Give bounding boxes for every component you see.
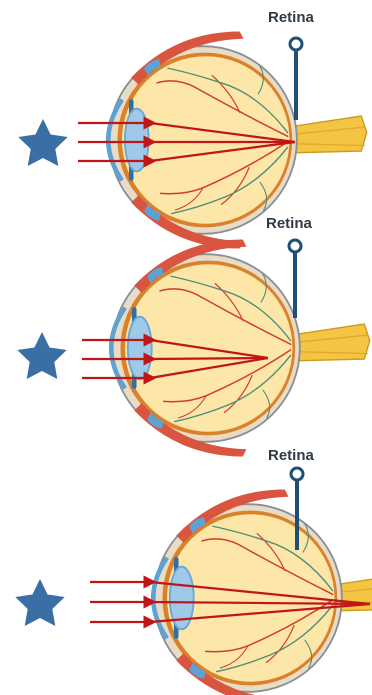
retina-label: Retina: [266, 215, 313, 232]
panel-normal-vision: Retina: [18, 9, 366, 249]
star-object: [15, 579, 64, 626]
eye-illustration: [111, 239, 370, 456]
panel-hyperopia: Retina: [15, 447, 372, 695]
panel-myopia: Retina: [17, 215, 369, 457]
retina-label: Retina: [268, 447, 315, 464]
eye-illustration: [108, 31, 367, 248]
retina-label: Retina: [268, 9, 315, 26]
star-object: [18, 119, 67, 166]
star-object: [17, 332, 66, 379]
